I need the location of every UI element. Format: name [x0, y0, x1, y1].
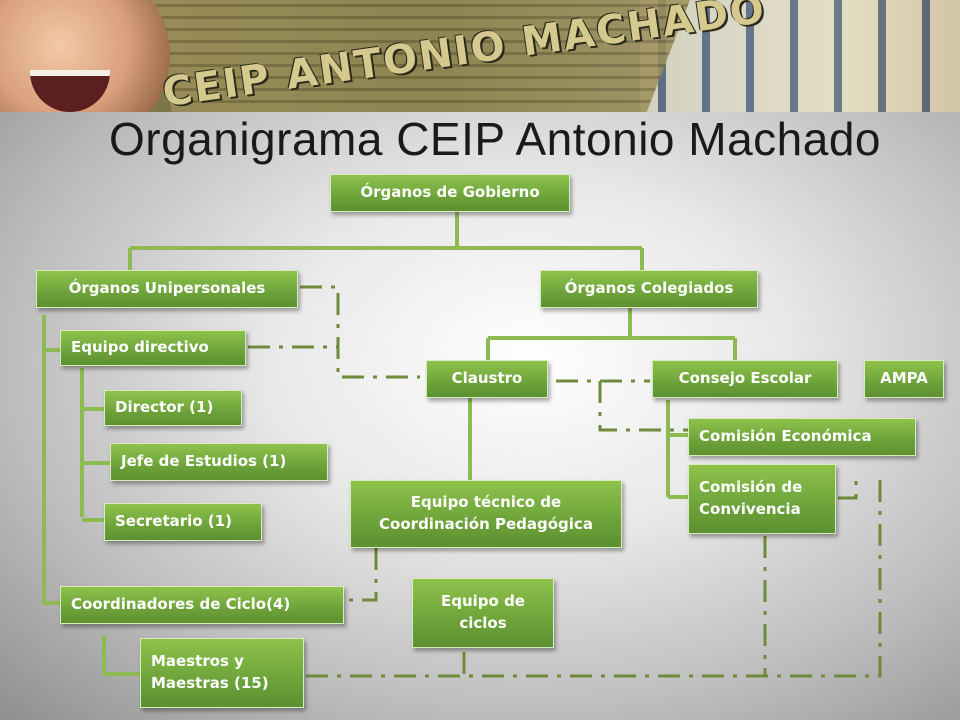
node-label: Equipo técnico de Coordinación Pedagógic… — [379, 493, 593, 533]
node-maestros: Maestros y Maestras (15) — [140, 638, 304, 708]
node-consejo-escolar: Consejo Escolar — [652, 360, 838, 398]
node-organos-gobierno: Órganos de Gobierno — [330, 174, 570, 212]
dash-tecnico-coordinadores — [345, 548, 378, 602]
node-label: Secretario (1) — [115, 512, 232, 531]
node-label: Director (1) — [115, 398, 214, 417]
connector-consejo — [666, 400, 688, 499]
node-label: Consejo Escolar — [678, 369, 812, 388]
dash-unipersonales-claustro — [300, 285, 420, 379]
dash-consejo-economica — [598, 381, 688, 432]
solid-connectors — [42, 210, 737, 676]
connector-coordinadores — [102, 635, 140, 676]
node-claustro: Claustro — [426, 360, 548, 398]
node-ampa: AMPA — [864, 360, 944, 398]
node-label: Órganos Colegiados — [564, 279, 734, 298]
node-jefe-estudios: Jefe de Estudios (1) — [110, 443, 328, 481]
node-label: Equipo de ciclos — [441, 592, 525, 632]
node-secretario: Secretario (1) — [104, 503, 262, 541]
dash-maestros — [306, 480, 882, 678]
node-organos-unipersonales: Órganos Unipersonales — [36, 270, 298, 308]
school-sign-plate — [150, 0, 690, 112]
node-equipo-directivo: Equipo directivo — [60, 330, 246, 366]
node-label: Claustro — [451, 369, 523, 388]
node-label: Comisión Económica — [699, 427, 872, 446]
node-comision-economica: Comisión Económica — [688, 418, 916, 456]
node-label: Jefe de Estudios (1) — [121, 452, 287, 471]
node-coordinadores-ciclo: Coordinadores de Ciclo(4) — [60, 586, 344, 624]
node-label: AMPA — [880, 369, 928, 388]
node-label: Equipo directivo — [71, 338, 209, 357]
node-comision-convivencia: Comisión de Convivencia — [688, 464, 836, 534]
node-director: Director (1) — [104, 390, 242, 426]
node-equipo-ciclos: Equipo de ciclos — [412, 578, 554, 648]
header-banner: CEIP ANTONIO MACHADO — [0, 0, 960, 112]
node-equipo-tecnico: Equipo técnico de Coordinación Pedagógic… — [350, 480, 622, 548]
connector-colegiados — [486, 308, 737, 360]
dash-convivencia-right — [838, 475, 858, 500]
connector-unipersonales — [42, 315, 60, 605]
node-label: Comisión de Convivencia — [699, 478, 803, 518]
node-label: Órganos de Gobierno — [360, 183, 540, 202]
page-title: Organigrama CEIP Antonio Machado — [108, 113, 882, 165]
school-building-photo — [640, 0, 960, 112]
connector-equipo-directivo — [80, 368, 110, 522]
node-label: Coordinadores de Ciclo(4) — [71, 595, 291, 614]
node-label: Maestros y Maestras (15) — [151, 652, 269, 692]
connector-gobierno — [128, 210, 644, 272]
node-organos-colegiados: Órganos Colegiados — [540, 270, 758, 308]
node-label: Órganos Unipersonales — [68, 279, 266, 298]
dashed-connectors — [248, 285, 882, 678]
